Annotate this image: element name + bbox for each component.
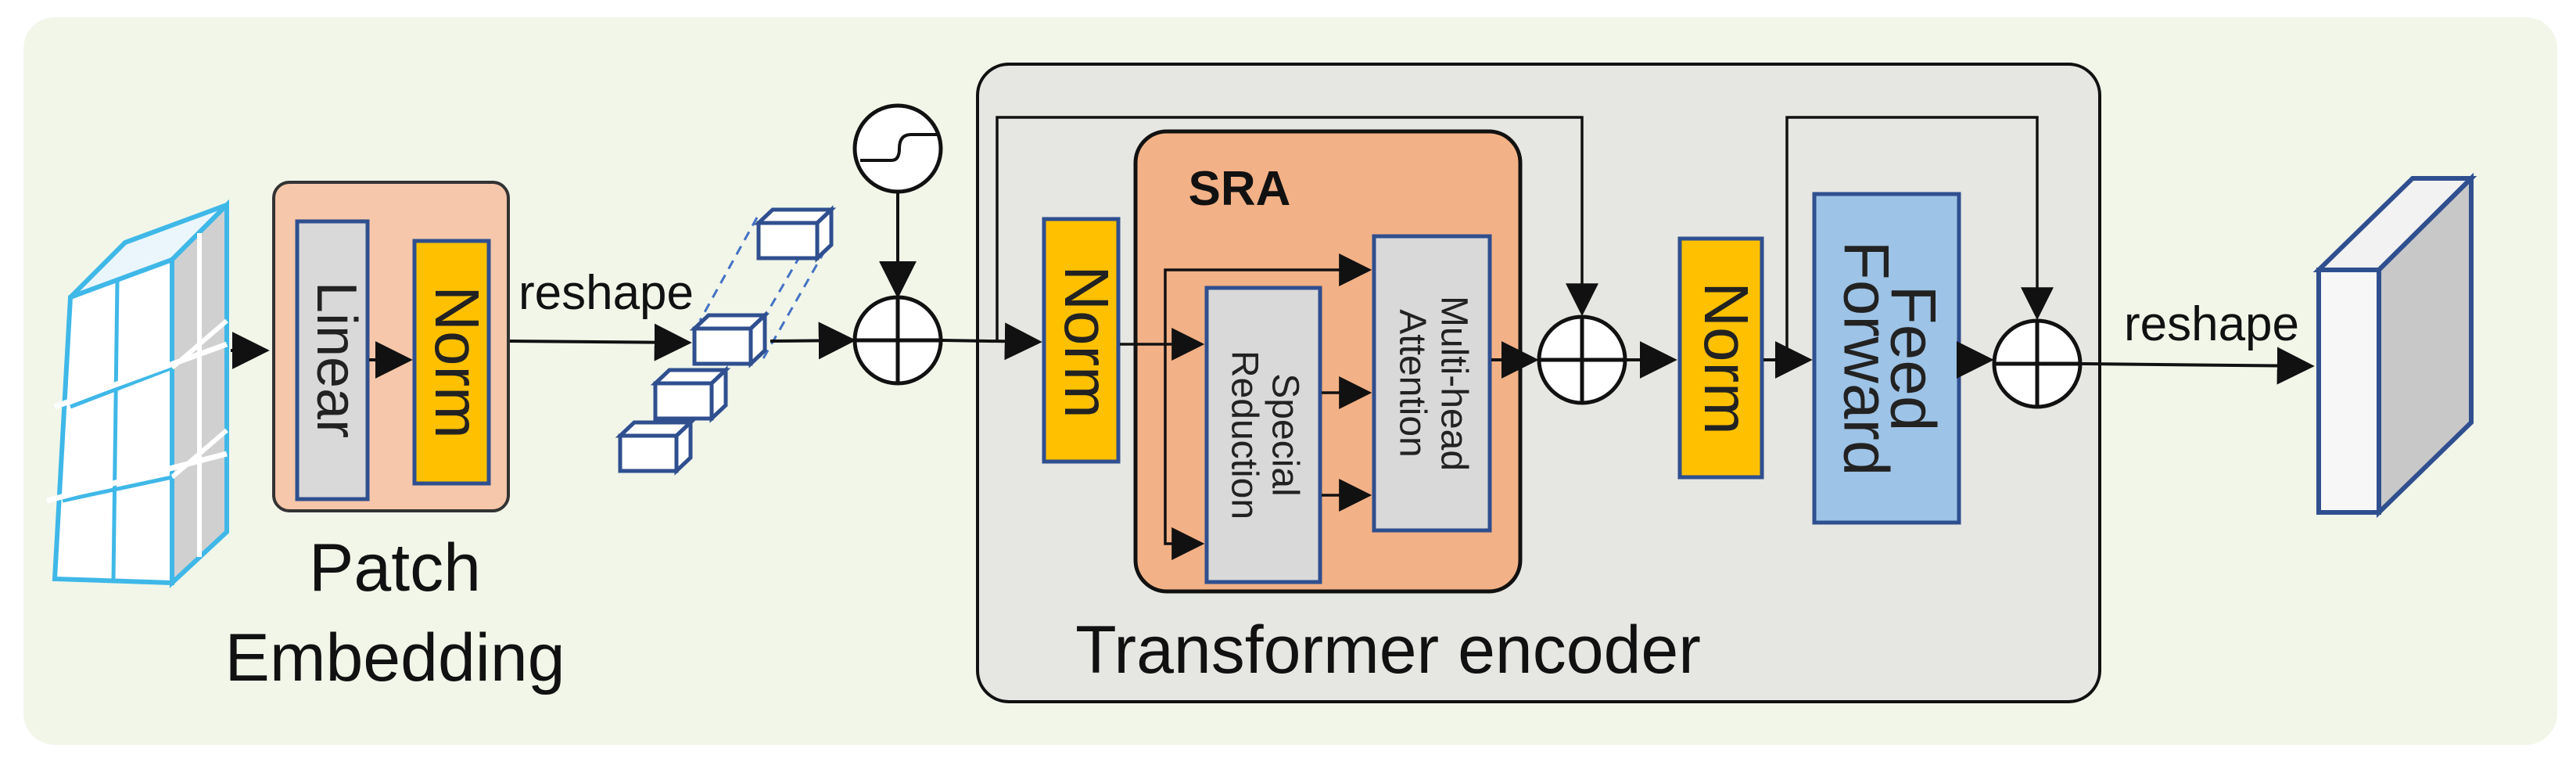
arrow-add3-to-output [2081,347,2315,385]
add-circle-icon [852,295,943,386]
patch-embedding-caption-line1: Patch [309,530,481,605]
mha-line2: Attention [1391,309,1433,457]
patch-embedding-caption-line2: Embedding [224,620,565,695]
special-reduction-line1: Special [1264,373,1305,496]
add-circle-icon [1537,314,1627,405]
reshape-in-label: reshape [518,266,694,320]
norm-label-1: Norm [1052,265,1121,419]
transformer-encoder-caption: Transformer encoder [1075,613,1701,688]
reshape-out-label: reshape [2124,297,2299,351]
linear-label: Linear [305,282,368,438]
arrow-tokens-to-add [770,322,856,360]
sra-title: SRA [1189,162,1291,216]
linear-block [295,219,370,501]
norm-label-embedding: Norm [422,286,492,439]
input-feature-map-icon [46,199,229,588]
norm-block-1 [1042,217,1121,464]
special-reduction-line2: Reduction [1223,350,1265,519]
arrow-split-to-mha-top [1164,253,1372,344]
feed-forward-block [1812,192,1961,525]
arrow-split-to-sr-bottom [1164,344,1205,560]
special-reduction-block [1204,286,1322,584]
position-embedding-icon [852,103,943,194]
feed-forward-line2: Forward [1830,241,1901,476]
add-circle-icon [1992,318,2083,409]
multi-head-attention-block [1372,234,1492,533]
arrow-add-to-norm1 [942,322,1042,361]
output-feature-map-icon [2312,172,2477,519]
norm-label-2: Norm [1692,282,1761,435]
arrow-embedding-to-tokens [509,323,692,361]
norm-block-2 [1677,236,1764,480]
residual-path-2 [1785,116,2054,360]
mha-line1: Multi-head [1433,296,1474,471]
feed-forward-line1: Feed [1877,286,1948,432]
patch-tokens-icon [615,205,837,476]
norm-block-embedding [412,239,491,486]
residual-path-1 [996,116,1598,340]
